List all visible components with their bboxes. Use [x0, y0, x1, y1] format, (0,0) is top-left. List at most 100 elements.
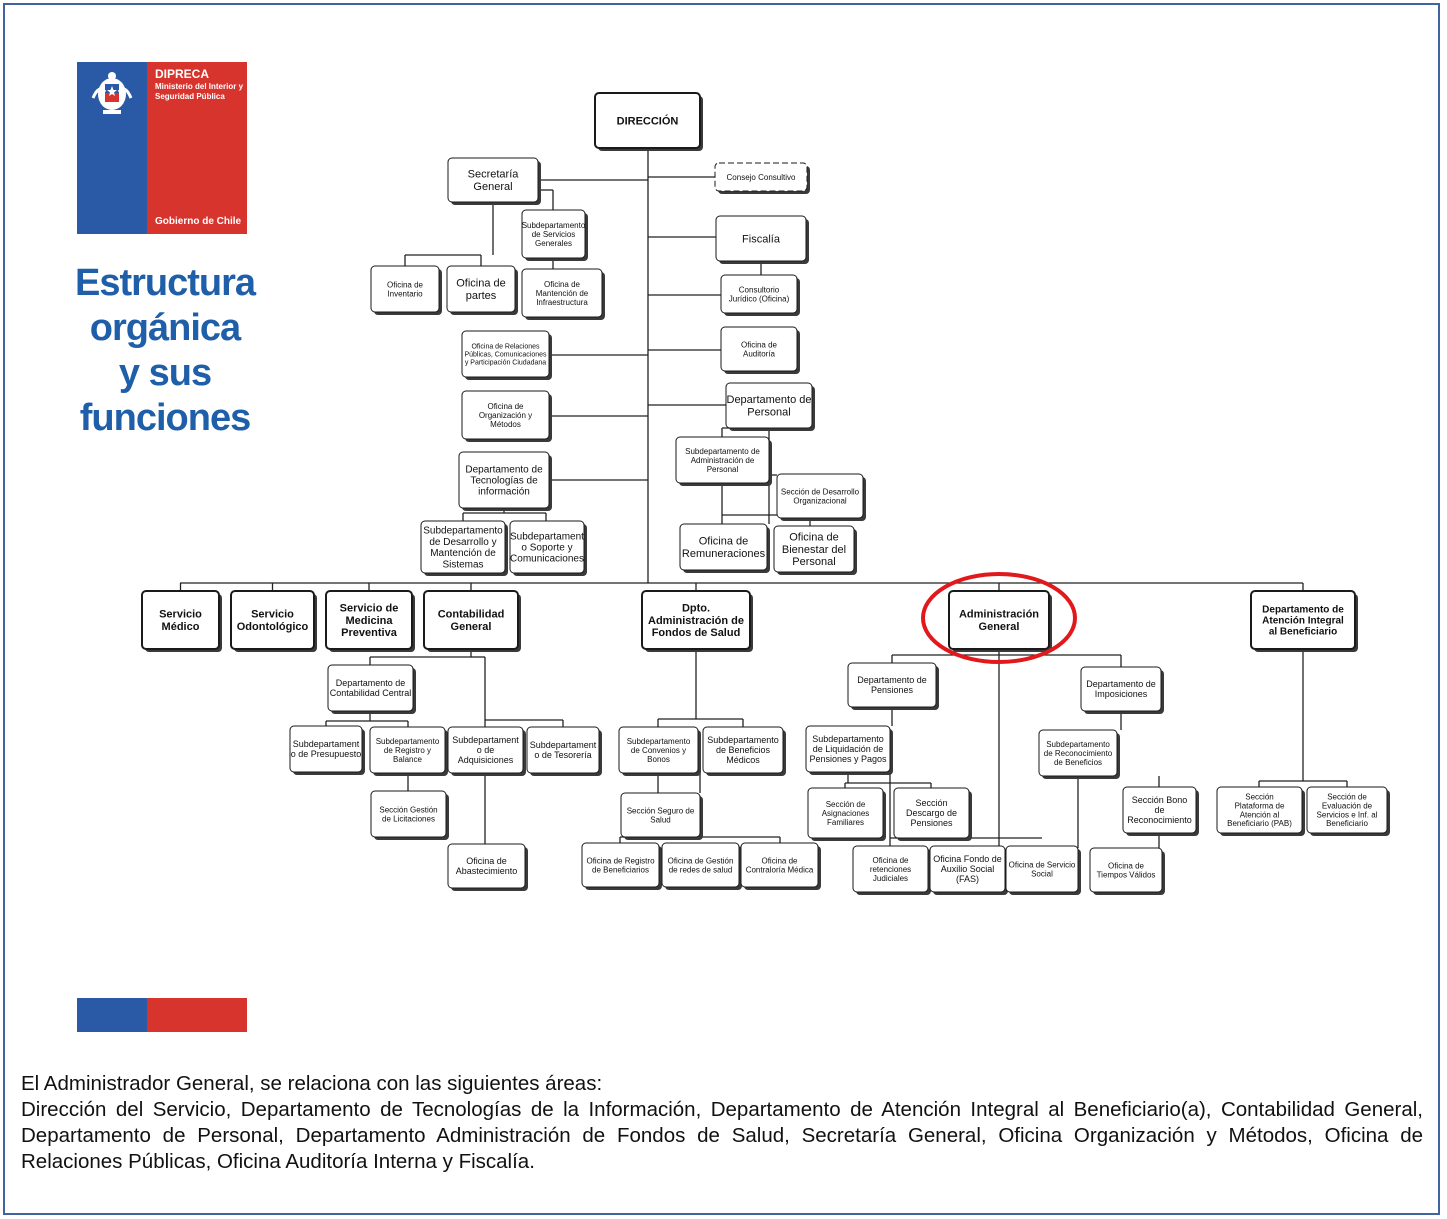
org-unit: Consejo Consultivo: [714, 162, 810, 194]
unit-box: [661, 842, 740, 888]
unit-box: [327, 664, 414, 712]
unit-box: [805, 725, 891, 773]
unit-box: [521, 209, 586, 259]
logo-footer: Gobierno de Chile: [155, 216, 242, 227]
unit-box: [1005, 845, 1079, 893]
unit-box: [370, 265, 440, 313]
page-frame: DIPRECA Ministerio del Interior y Seguri…: [3, 3, 1440, 1215]
headline-line: y sus: [118, 352, 212, 394]
unit-box: [773, 525, 855, 573]
unit-box: [1038, 729, 1118, 777]
unit-box: [807, 787, 884, 839]
highlight-ellipse: [921, 572, 1077, 664]
unit-box: [893, 787, 970, 839]
caption-intro: El Administrador General, se relaciona c…: [21, 1072, 603, 1095]
unit-box: [458, 451, 550, 509]
unit-box: [948, 590, 1050, 650]
unit-box: [776, 473, 864, 519]
unit-box: [847, 662, 937, 708]
unit-label: Consejo Consultivo: [727, 173, 796, 182]
unit-box: [289, 725, 363, 773]
unit-box: [461, 330, 550, 378]
unit-box: [675, 436, 770, 484]
unit-box: [714, 162, 808, 192]
unit-box: [620, 792, 701, 838]
unit-box: [641, 590, 751, 650]
unit-box: [725, 382, 813, 429]
unit-box: [447, 843, 526, 889]
logo-title: DIPRECA: [155, 67, 210, 81]
unit-box: [230, 590, 315, 650]
flag-bar-blue: [77, 998, 147, 1032]
coat-of-arms-icon: [91, 72, 133, 114]
unit-box: [325, 590, 413, 650]
logo-red-panel: [147, 62, 247, 234]
unit-box: [929, 845, 1006, 893]
caption: El Administrador General, se relaciona c…: [21, 1071, 1423, 1175]
unit-box: [594, 92, 701, 149]
logo-subtitle: Ministerio del Interior y Seguridad Públ…: [155, 82, 244, 101]
unit-label: Fiscalía: [742, 233, 781, 245]
unit-box: [526, 726, 600, 774]
unit-box: [618, 726, 699, 774]
unit-box: [369, 726, 446, 774]
unit-box: [1122, 786, 1197, 834]
